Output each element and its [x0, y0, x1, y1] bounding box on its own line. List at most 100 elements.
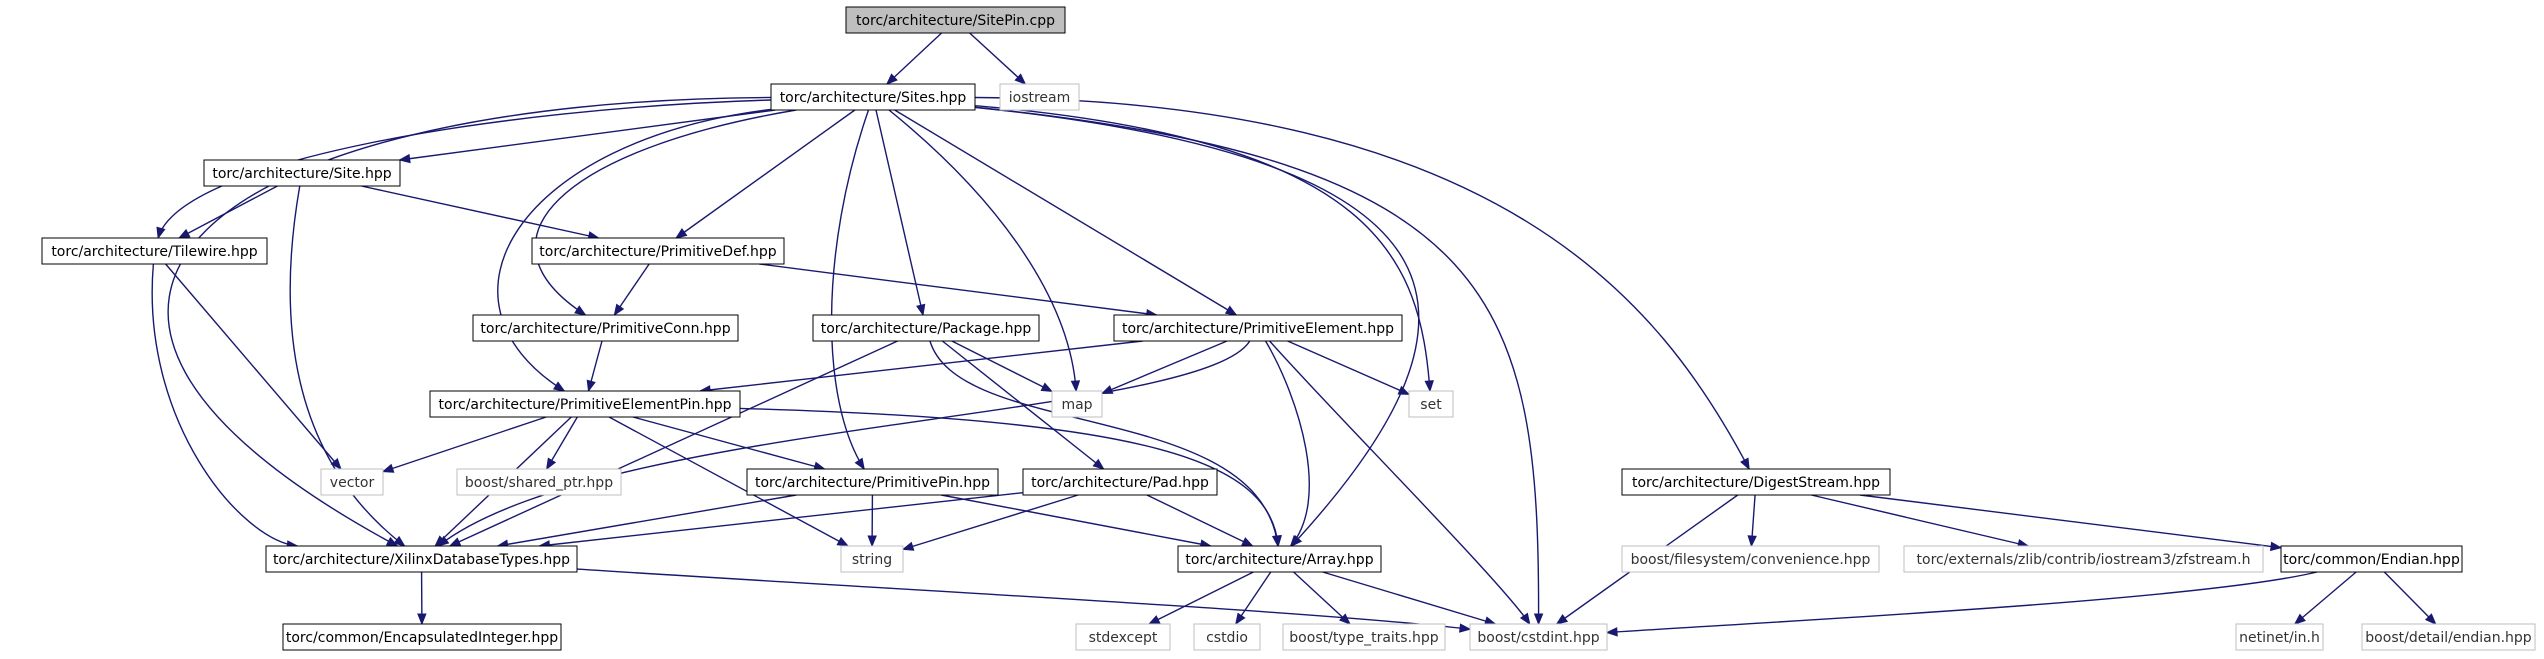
node-box-pad[interactable] — [1022, 468, 1218, 496]
node-box-encint[interactable] — [282, 623, 562, 651]
arrowhead-sites-to-primelem — [1224, 305, 1238, 316]
edges-layer — [151, 32, 2437, 637]
edge-sites-to-site — [399, 109, 776, 161]
arrowhead-package-to-map — [1040, 382, 1054, 393]
edge-sites-to-primelem — [894, 109, 1237, 316]
arrowhead-root-to-iostream — [1014, 73, 1027, 85]
node-box-primelempin[interactable] — [429, 390, 741, 418]
node-primconn[interactable]: torc/architecture/PrimitiveConn.hpp — [472, 314, 739, 342]
node-vector: vector — [320, 468, 384, 496]
node-root[interactable]: torc/architecture/SitePin.cpp — [845, 6, 1066, 34]
arrowhead-primelempin-to-string — [836, 536, 850, 547]
edge-array-to-cstdint — [1322, 571, 1496, 625]
node-endian[interactable]: torc/common/Endian.hpp — [2280, 545, 2463, 573]
node-label-vector: vector — [330, 475, 375, 491]
node-package[interactable]: torc/architecture/Package.hpp — [812, 314, 1040, 342]
edge-array-to-typetraits — [1293, 571, 1351, 625]
arrowhead-primelem-to-array — [1289, 534, 1302, 548]
node-encint[interactable]: torc/common/EncapsulatedInteger.hpp — [282, 623, 562, 651]
node-sites[interactable]: torc/architecture/Sites.hpp — [770, 83, 976, 111]
node-box-set — [1408, 390, 1454, 418]
node-box-netinet — [2235, 623, 2324, 651]
node-box-fsconv — [1621, 545, 1880, 573]
node-box-tilewire[interactable] — [41, 237, 268, 265]
node-fsconv: boost/filesystem/convenience.hpp — [1621, 545, 1880, 573]
node-primelem[interactable]: torc/architecture/PrimitiveElement.hpp — [1113, 314, 1403, 342]
edge-primelem-to-xilinx — [437, 340, 1251, 547]
arrowhead-primelempin-to-xilinx — [434, 535, 447, 547]
node-pad[interactable]: torc/architecture/Pad.hpp — [1022, 468, 1218, 496]
node-label-tilewire: torc/architecture/Tilewire.hpp — [51, 244, 257, 260]
edge-primelempin-to-string — [608, 416, 849, 547]
edge-primelem-to-array — [1264, 340, 1310, 547]
node-label-cstdint: boost/cstdint.hpp — [1477, 630, 1599, 646]
edge-primelempin-to-primpin — [632, 416, 825, 470]
edge-digest-to-zfstream — [1811, 494, 2029, 547]
arrowhead-endian-to-bdendian — [2424, 613, 2437, 625]
edge-sites-to-primconn — [534, 109, 797, 316]
node-array[interactable]: torc/architecture/Array.hpp — [1177, 545, 1382, 573]
node-box-sites[interactable] — [770, 83, 976, 111]
edge-primelem-to-map — [1101, 340, 1228, 395]
node-set: set — [1408, 390, 1454, 418]
node-label-primconn: torc/architecture/PrimitiveConn.hpp — [480, 321, 730, 337]
node-label-iostream: iostream — [1009, 90, 1071, 106]
node-label-bdendian: boost/detail/endian.hpp — [2365, 630, 2532, 646]
edge-sites-to-primelempin — [497, 108, 772, 392]
edge-sites-to-package — [875, 109, 924, 316]
node-site[interactable]: torc/architecture/Site.hpp — [203, 159, 401, 187]
edge-sites-to-xilinx — [167, 96, 772, 547]
node-label-stdexcept: stdexcept — [1089, 630, 1158, 646]
edge-package-to-map — [951, 340, 1053, 393]
edge-sites-to-primdef — [675, 109, 856, 239]
node-sharedptr: boost/shared_ptr.hpp — [456, 468, 622, 496]
node-box-typetraits — [1282, 623, 1446, 651]
node-xilinx[interactable]: torc/architecture/XilinxDatabaseTypes.hp… — [265, 545, 578, 573]
node-box-xilinx[interactable] — [265, 545, 578, 573]
node-label-typetraits: boost/type_traits.hpp — [1289, 630, 1438, 646]
edge-sites-to-tilewire — [157, 99, 772, 239]
node-box-sharedptr — [456, 468, 622, 496]
node-box-zfstream — [1903, 545, 2264, 573]
edge-pad-to-array — [1146, 494, 1253, 547]
node-box-site[interactable] — [203, 159, 401, 187]
edge-primpin-to-xilinx — [497, 494, 797, 547]
node-box-array[interactable] — [1177, 545, 1382, 573]
node-primpin[interactable]: torc/architecture/PrimitivePin.hpp — [746, 468, 999, 496]
node-box-primconn[interactable] — [472, 314, 739, 342]
edge-primpin-to-array — [941, 494, 1211, 547]
arrowhead-primelempin-to-sharedptr — [545, 457, 557, 471]
node-map: map — [1051, 390, 1103, 418]
node-box-cstdio — [1193, 623, 1261, 651]
node-box-root[interactable] — [845, 6, 1066, 34]
node-box-vector — [320, 468, 384, 496]
arrowhead-primelempin-to-vector — [381, 463, 395, 473]
node-label-array: torc/architecture/Array.hpp — [1185, 552, 1373, 568]
node-label-pad: torc/architecture/Pad.hpp — [1031, 475, 1209, 491]
node-box-stdexcept — [1075, 623, 1171, 651]
edge-sites-to-array — [974, 106, 1420, 547]
node-box-map — [1051, 390, 1103, 418]
node-box-package[interactable] — [812, 314, 1040, 342]
node-digest[interactable]: torc/architecture/DigestStream.hpp — [1621, 468, 1891, 496]
edge-endian-to-cstdint — [1606, 571, 2318, 634]
node-label-sharedptr: boost/shared_ptr.hpp — [465, 475, 613, 491]
arrowhead-sites-to-map — [1070, 380, 1081, 393]
edge-primelem-to-cstdint — [1269, 340, 1531, 625]
node-primdef[interactable]: torc/architecture/PrimitiveDef.hpp — [531, 237, 785, 265]
arrowhead-sites-to-tilewire — [156, 226, 166, 240]
arrowhead-root-to-sites — [885, 73, 898, 85]
node-label-zfstream: torc/externals/zlib/contrib/iostream3/zf… — [1917, 552, 2251, 568]
node-tilewire[interactable]: torc/architecture/Tilewire.hpp — [41, 237, 268, 265]
node-label-netinet: netinet/in.h — [2239, 630, 2320, 646]
node-box-primdef[interactable] — [531, 237, 785, 265]
node-box-endian[interactable] — [2280, 545, 2463, 573]
arrowhead-sites-to-digest — [1740, 457, 1750, 471]
node-primelempin[interactable]: torc/architecture/PrimitiveElementPin.hp… — [429, 390, 741, 418]
node-box-primpin[interactable] — [746, 468, 999, 496]
edge-primelem-to-set — [1287, 340, 1410, 395]
arrowhead-pad-to-string — [901, 541, 915, 551]
node-box-digest[interactable] — [1621, 468, 1891, 496]
node-box-primelem[interactable] — [1113, 314, 1403, 342]
arrowhead-digest-to-endian — [2269, 541, 2283, 552]
